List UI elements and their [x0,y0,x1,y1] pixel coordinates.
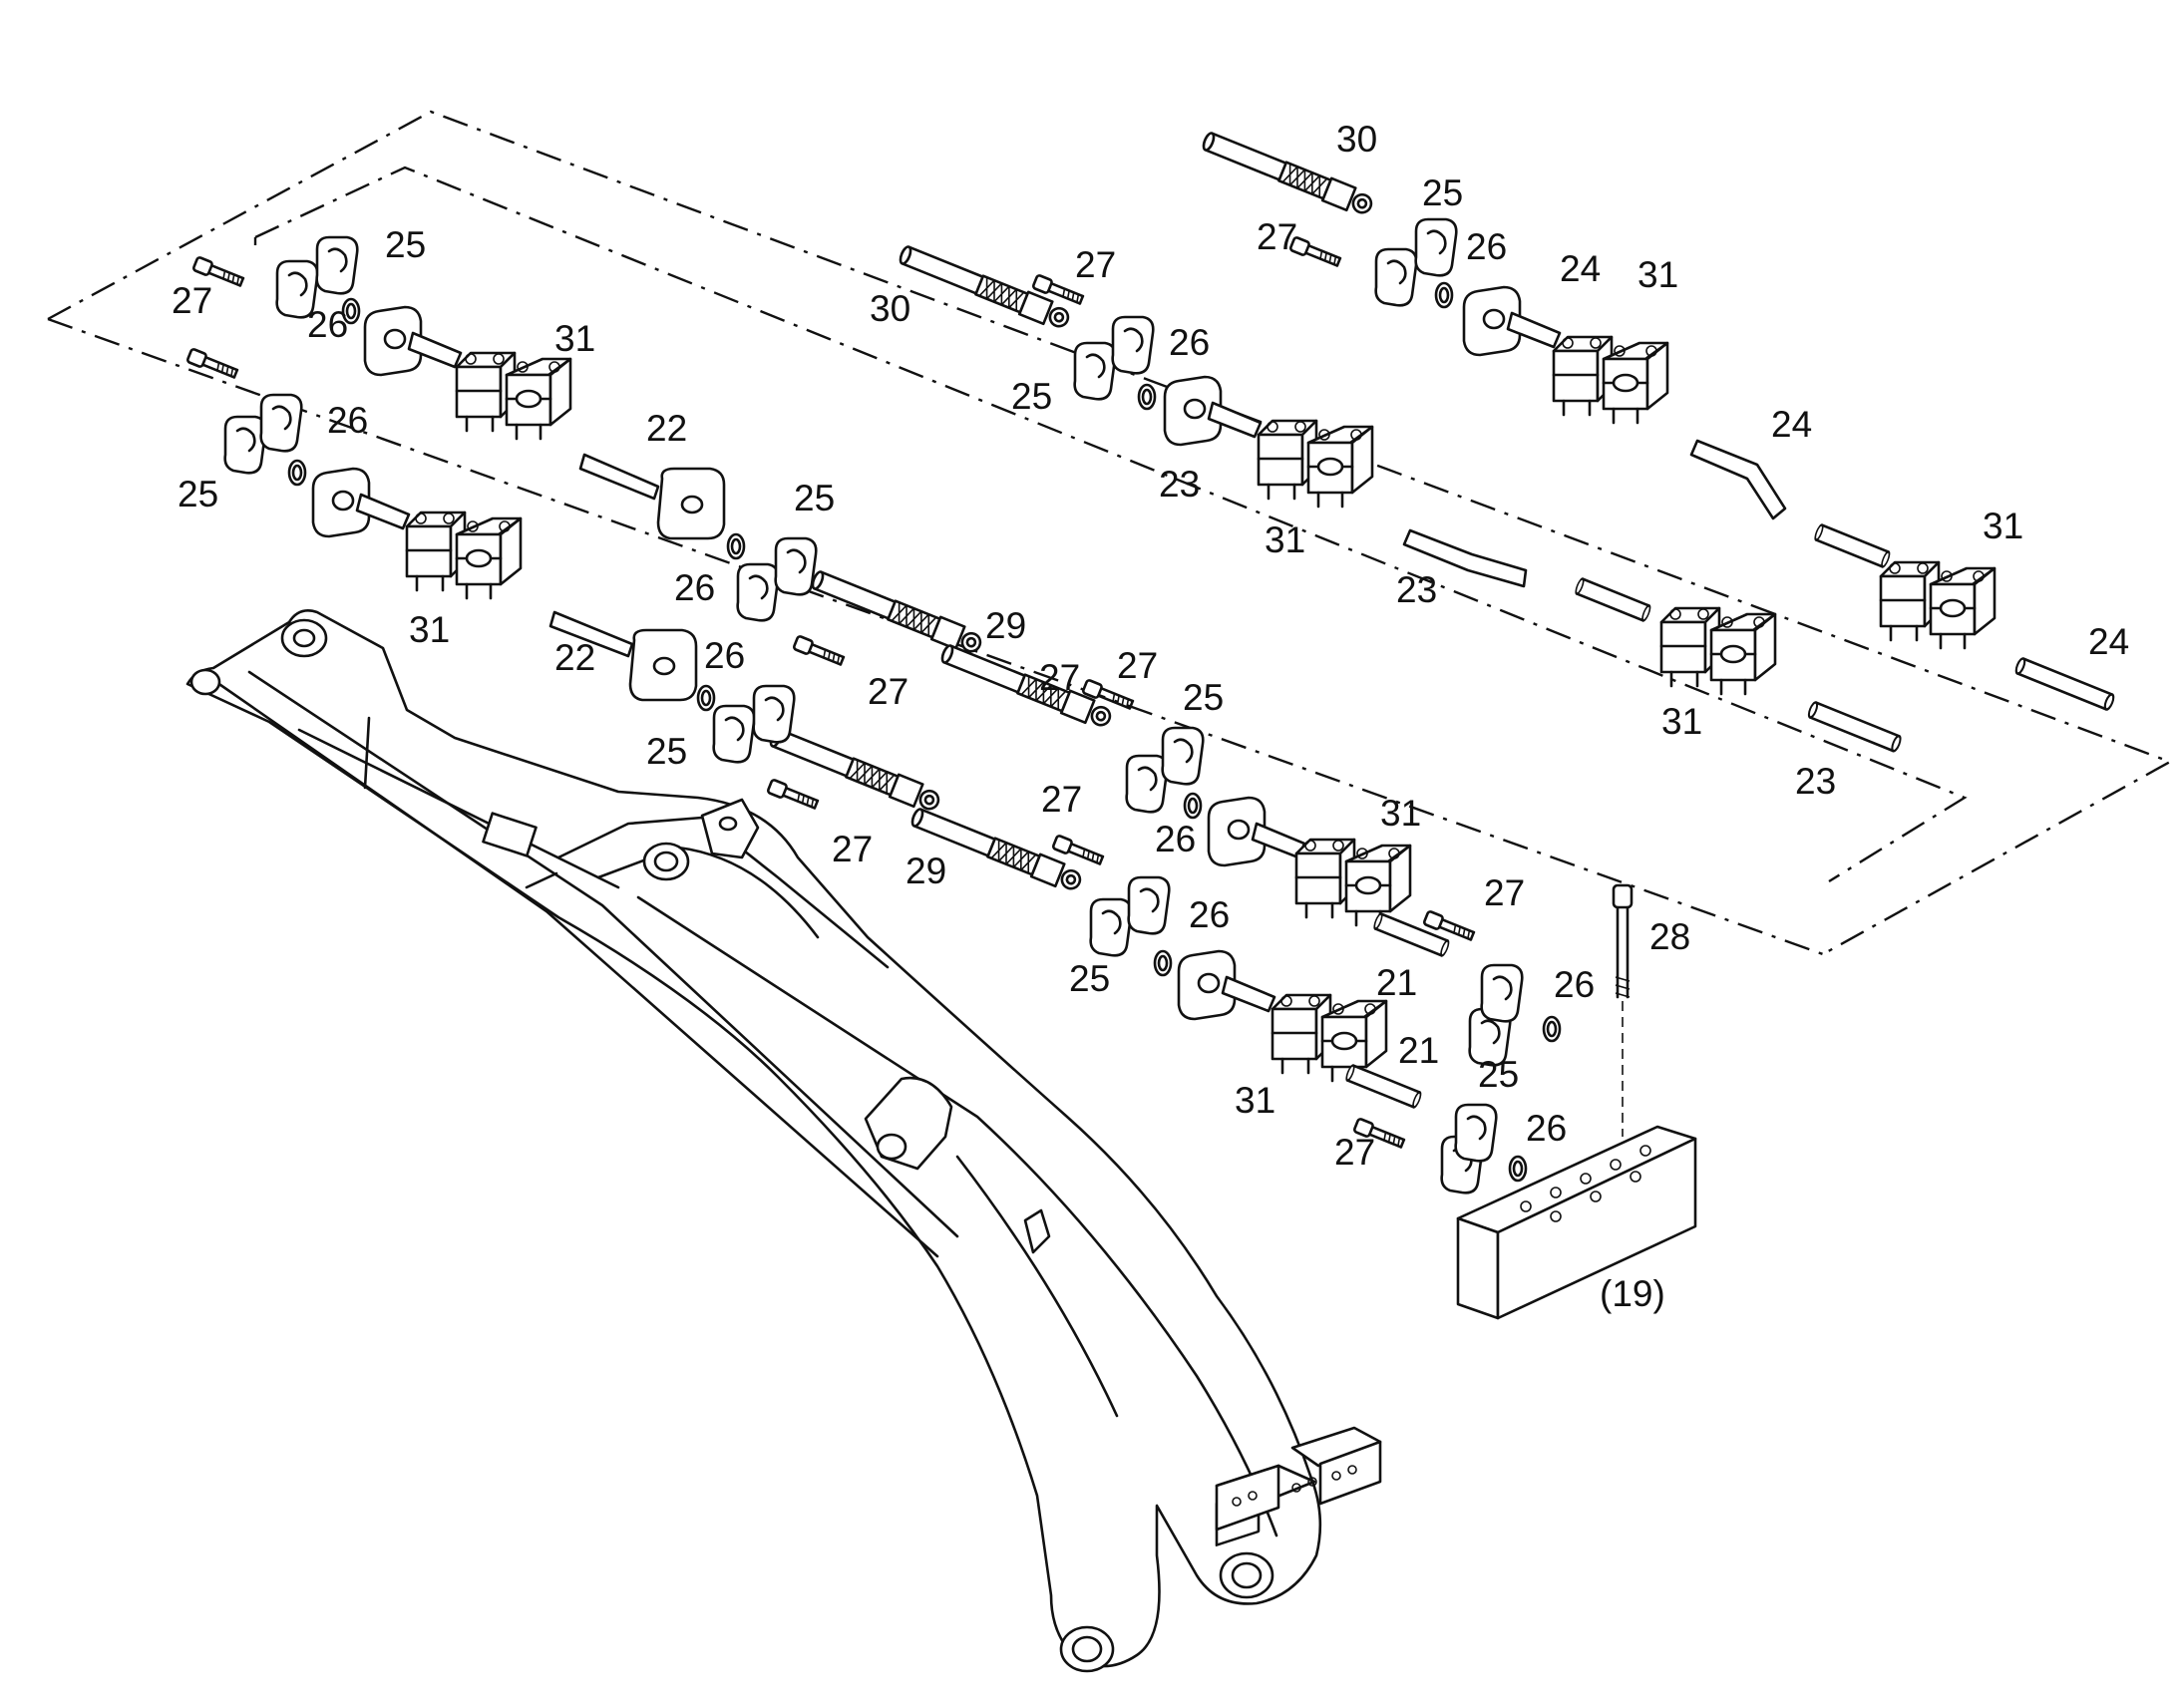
phantom-boundary [47,110,2173,956]
label-26: 26 [1155,819,1196,859]
label-30-top: 30 [1336,119,1377,160]
label-25: 25 [1183,677,1224,718]
bolt-28 [1612,883,1634,1137]
hose-29-upper [808,566,986,658]
label-31: 31 [409,609,450,650]
label-31: 31 [1265,519,1305,560]
part-labels: 30 25 27 26 24 31 27 30 26 25 24 23 31 3… [172,119,2129,1314]
label-27: 27 [1334,1132,1375,1173]
flanges [311,285,1562,1021]
label-27: 27 [868,671,908,712]
label-28: 28 [1649,916,1690,957]
label-27: 27 [1041,779,1082,820]
label-26: 26 [1466,226,1507,267]
label-25: 25 [794,478,835,518]
label-25: 25 [385,224,426,265]
label-27: 27 [832,829,873,869]
label-21: 21 [1398,1030,1439,1071]
label-27: 27 [1257,216,1297,257]
label-31: 31 [1983,506,2023,546]
label-31: 31 [1380,793,1421,834]
label-26: 26 [704,635,745,676]
label-31: 31 [1637,254,1678,295]
label-19: (19) [1600,1273,1665,1314]
label-25: 25 [1069,958,1110,999]
label-27: 27 [1039,657,1080,698]
label-26: 26 [1526,1108,1567,1149]
label-25: 25 [178,474,218,514]
label-26: 26 [674,567,715,608]
label-25: 25 [1478,1054,1519,1095]
label-27: 27 [1484,872,1525,913]
label-22: 22 [646,408,687,449]
label-22: 22 [554,637,595,678]
label-25: 25 [1011,376,1052,417]
label-26: 26 [1554,964,1595,1005]
label-23: 23 [1795,761,1836,802]
label-24: 24 [1771,404,1812,445]
boom-arm [185,609,1382,1673]
tubes [1343,439,2117,1110]
manifold-block-19 [1456,1125,1697,1320]
label-26: 26 [1169,322,1210,363]
label-29: 29 [906,851,946,891]
label-27: 27 [1117,645,1158,686]
label-21: 21 [1376,962,1417,1003]
label-26: 26 [327,400,368,441]
label-23: 23 [1159,464,1200,505]
boom-tip-manifolds [1215,1426,1382,1546]
label-27: 27 [172,280,212,321]
label-29: 29 [985,605,1026,646]
label-31: 31 [1235,1080,1275,1121]
label-26: 26 [1189,894,1230,935]
label-24: 24 [1560,248,1601,289]
label-26: 26 [307,304,348,345]
label-25: 25 [1422,172,1463,213]
label-23: 23 [1396,569,1437,610]
label-31: 31 [1661,701,1702,742]
label-24: 24 [2088,621,2129,662]
label-27: 27 [1075,244,1116,285]
label-25: 25 [646,731,687,772]
label-31: 31 [554,318,595,359]
label-30: 30 [870,288,910,329]
